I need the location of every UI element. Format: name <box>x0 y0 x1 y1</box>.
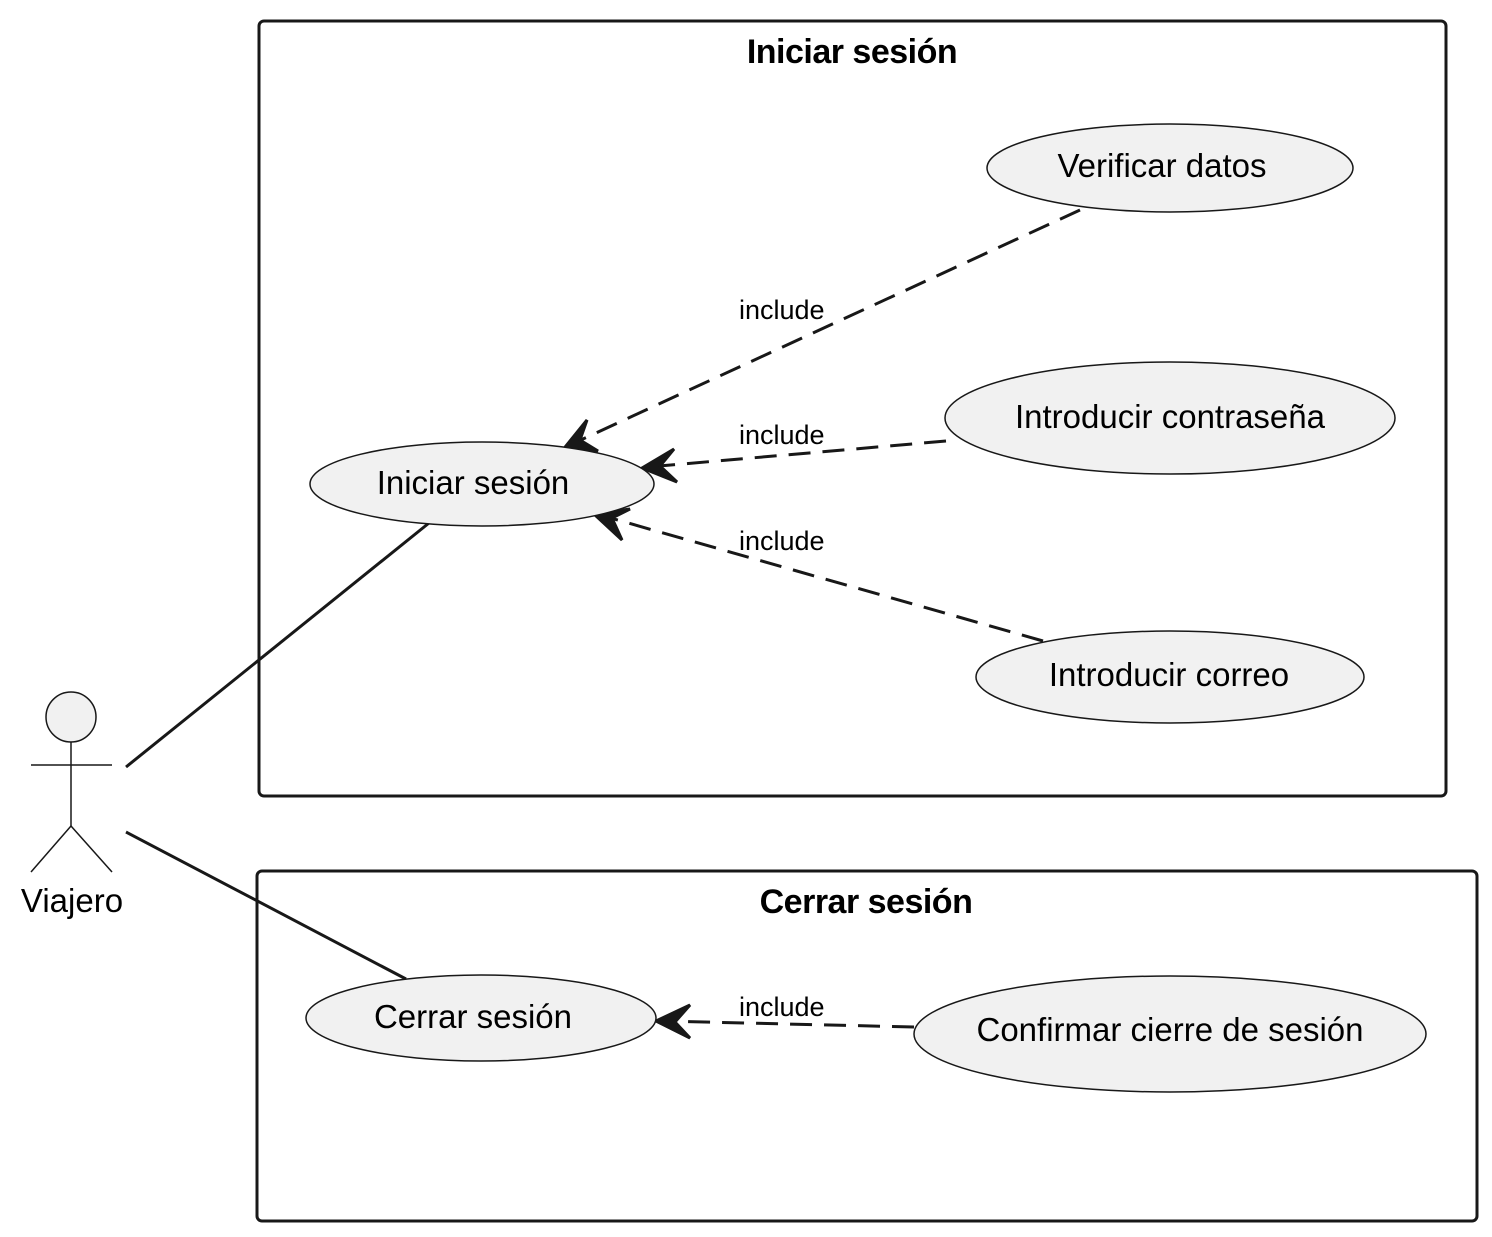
boundary-cerrar-sesion: Cerrar sesión <box>255 869 1479 1223</box>
usecase-iniciar-sesion-label: Iniciar sesión <box>377 464 570 501</box>
usecase-iniciar-sesion-shape <box>309 441 655 527</box>
usecase-confirmar-cierre-de-sesion: Confirmar cierre de sesión <box>913 975 1427 1093</box>
usecase-cerrar-sesion-label: Cerrar sesión <box>374 998 572 1035</box>
include-line-verificar-datos <box>571 208 1081 446</box>
actor-left-leg <box>30 825 72 873</box>
usecase-introducir-contrasena-label: Introducir contraseña <box>1015 398 1326 435</box>
usecase-verificar-datos: Verificar datos <box>986 123 1354 213</box>
usecase-iniciar-sesion: Iniciar sesión <box>309 441 655 527</box>
include-line-confirmar-cierre <box>659 1019 915 1029</box>
boundary-cerrar-sesion-frame <box>255 869 1479 1223</box>
actor-right-leg <box>70 825 113 873</box>
actor-viajero: Viajero <box>21 691 123 919</box>
usecase-cerrar-sesion: Cerrar sesión <box>305 974 657 1062</box>
include-line-introducir-correo <box>599 513 1044 643</box>
usecase-introducir-correo-label: Introducir correo <box>1049 656 1289 693</box>
usecase-verificar-datos-label: Verificar datos <box>1057 147 1266 184</box>
include-arrowhead-confirmar-cierre <box>652 1003 692 1040</box>
association-viajero-iniciar-sesion <box>125 521 430 769</box>
usecase-introducir-correo: Introducir correo <box>975 630 1365 724</box>
actor-name: Viajero <box>21 882 123 919</box>
include-label-introducir-correo: include <box>739 526 825 556</box>
include-label-verificar-datos: include <box>739 295 825 325</box>
usecase-cerrar-sesion-shape <box>305 974 657 1062</box>
include-arrowhead-verificar-datos <box>563 419 599 453</box>
boundary-iniciar-sesion-title: Iniciar sesión <box>747 33 957 71</box>
include-introducir-correo: include <box>590 507 1044 643</box>
usecase-introducir-contrasena: Introducir contraseña <box>944 361 1396 475</box>
boundary-cerrar-sesion-title: Cerrar sesión <box>760 883 973 921</box>
usecase-confirmar-cierre-de-sesion-label: Confirmar cierre de sesión <box>977 1011 1364 1048</box>
usecase-verificar-datos-shape <box>986 123 1354 213</box>
include-introducir-contrasena: include <box>638 420 947 484</box>
include-arrowhead-introducir-contrasena <box>638 447 679 484</box>
include-confirmar-cierre: include <box>652 992 915 1040</box>
include-verificar-datos: include <box>563 208 1081 453</box>
usecase-confirmar-cierre-de-sesion-shape <box>913 975 1427 1093</box>
boundary-iniciar-sesion: Iniciar sesión <box>257 19 1448 798</box>
usecase-introducir-correo-shape <box>975 630 1365 724</box>
include-label-confirmar-cierre: include <box>739 992 825 1022</box>
include-arrowhead-introducir-correo <box>590 507 631 542</box>
association-viajero-cerrar-sesion <box>125 830 407 981</box>
include-line-introducir-contrasena <box>647 439 947 469</box>
usecase-introducir-contrasena-shape <box>944 361 1396 475</box>
include-label-introducir-contrasena: include <box>739 420 825 450</box>
boundary-iniciar-sesion-frame <box>257 19 1448 798</box>
actor-head <box>45 691 97 743</box>
